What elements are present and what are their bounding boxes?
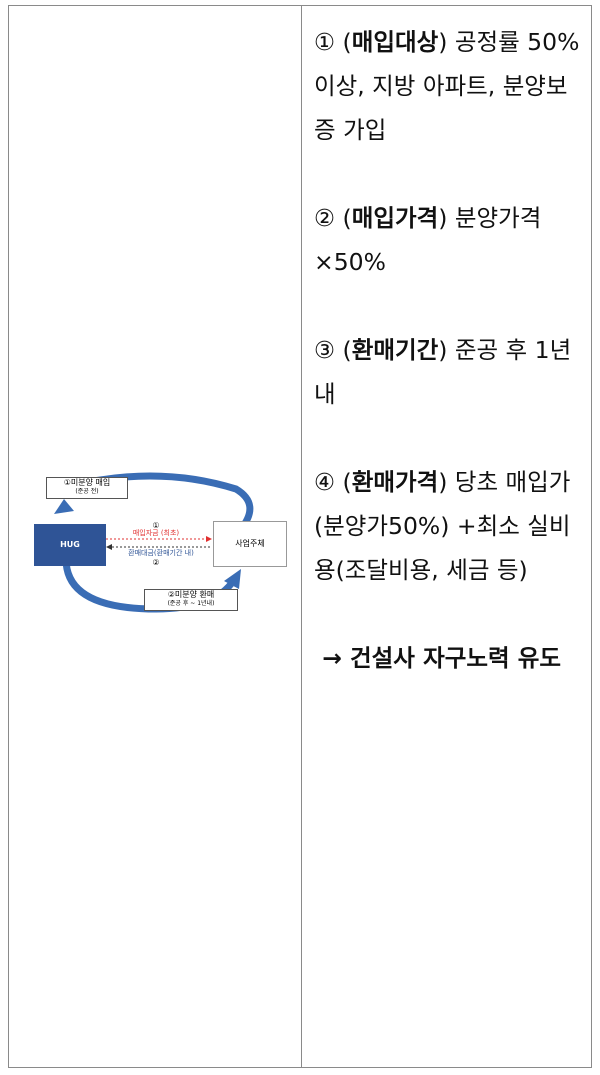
item-purchase-target: ① (매입대상) 공정률 50% 이상, 지방 아파트, 분양보증 가입 <box>314 28 580 144</box>
item-keyword: 매입대상 <box>351 28 439 56</box>
item-text: 준공 후 1년 내 <box>314 336 572 408</box>
item-purchase-price: ② (매입가격) 분양가격×50% <box>314 204 542 276</box>
item-text: 분양가격×50% <box>314 204 542 276</box>
item-number: ① <box>314 28 336 56</box>
arrow-bottom-label: 환매대금(환매기간 내) <box>128 549 194 557</box>
label-top-line2: (준공 전) <box>75 488 99 495</box>
item-number: ② <box>314 204 336 232</box>
content-table: ①미분양 매입 (준공 전) HUG 사업주체 ① 매입자금 (최초) 환매대금… <box>8 5 592 1068</box>
item-repurchase-price: ④ (환매가격) 당초 매입가(분양가50%) +최소 실비용(조달비용, 세금… <box>314 468 571 584</box>
conclusion: → 건설사 자구노력 유도 <box>314 636 581 680</box>
arrow-bottom-number: ② <box>152 558 160 567</box>
label-bottom-line2: (준공 후 ~ 1년내) <box>167 600 215 607</box>
item-keyword: 매입가격 <box>351 204 439 232</box>
item-number: ③ <box>314 336 336 364</box>
label-bottom: ②미분양 환매 (준공 후 ~ 1년내) <box>144 589 238 611</box>
diagram-cell: ①미분양 매입 (준공 전) HUG 사업주체 ① 매입자금 (최초) 환매대금… <box>9 6 302 1067</box>
description-cell: ① (매입대상) 공정률 50% 이상, 지방 아파트, 분양보증 가입 ② (… <box>302 6 591 1067</box>
hug-purchase-diagram: ①미분양 매입 (준공 전) HUG 사업주체 ① 매입자금 (최초) 환매대금… <box>26 469 287 614</box>
item-number: ④ <box>314 468 336 496</box>
label-bottom-line1: ②미분양 환매 <box>167 590 215 599</box>
item-text: 공정률 50% 이상, 지방 아파트, 분양보증 가입 <box>314 28 580 144</box>
item-keyword: 환매기간 <box>351 336 439 364</box>
hug-box: HUG <box>34 524 106 566</box>
conclusion-text: → 건설사 자구노력 유도 <box>314 644 562 672</box>
item-text: 당초 매입가(분양가50%) +최소 실비용(조달비용, 세금 등) <box>314 468 571 584</box>
label-top-line1: ①미분양 매입 <box>63 478 111 487</box>
arrow-top-number: ① <box>152 521 160 530</box>
label-top: ①미분양 매입 (준공 전) <box>46 477 128 499</box>
item-keyword: 환매가격 <box>351 468 439 496</box>
arrow-top-label: 매입자금 (최초) <box>132 529 180 537</box>
company-box: 사업주체 <box>213 521 287 567</box>
item-repurchase-period: ③ (환매기간) 준공 후 1년 내 <box>314 336 572 408</box>
